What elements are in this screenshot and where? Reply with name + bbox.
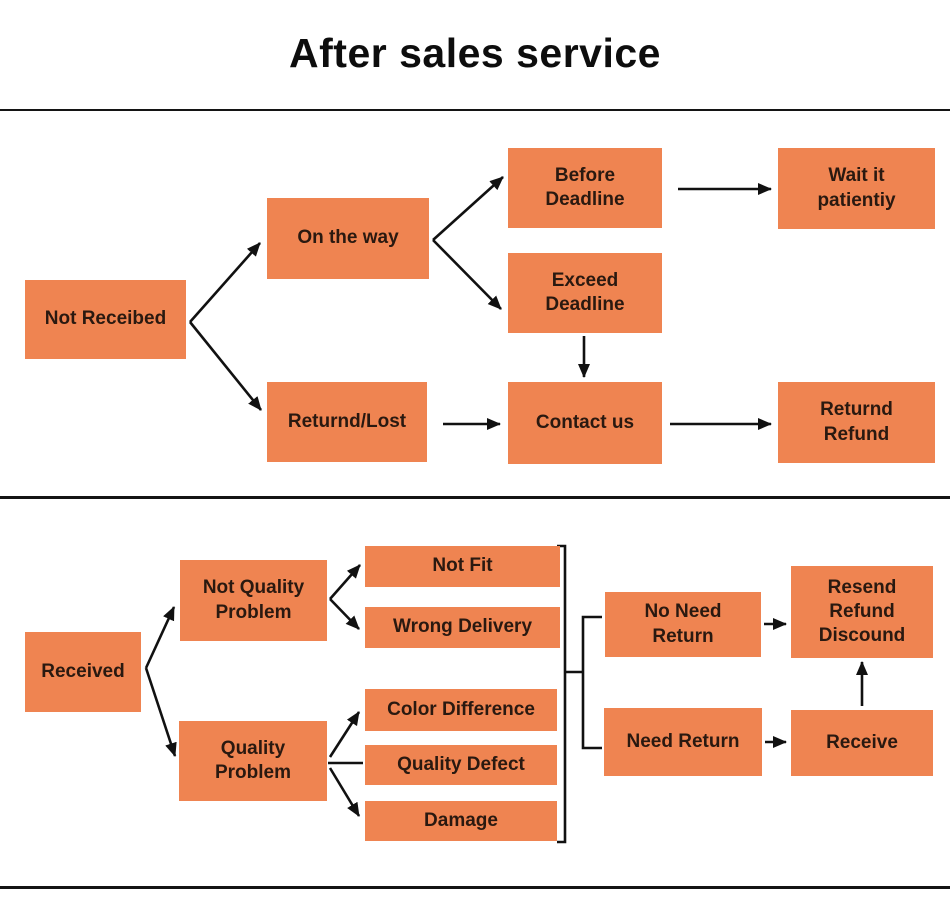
arrow-quality-problem-to-damage <box>328 767 361 817</box>
node-color-difference: Color Difference <box>365 689 557 731</box>
arrow-received-to-not-quality-problem <box>144 606 176 669</box>
node-on-the-way: On the way <box>267 198 429 279</box>
node-not-received: Not Receibed <box>25 280 186 359</box>
node-damage: Damage <box>365 801 557 841</box>
node-returnd-lost: Returnd/Lost <box>267 382 427 462</box>
divider-middle <box>0 496 950 499</box>
node-no-need-return: No Need Return <box>605 592 761 657</box>
node-quality-problem: Quality Problem <box>179 721 327 801</box>
arrow-quality-problem-to-color-difference <box>328 711 361 758</box>
divider-top <box>0 109 950 111</box>
arrow-received-to-quality-problem <box>144 667 177 757</box>
bracket-split-return-options <box>581 615 602 750</box>
bracket-collector <box>557 544 567 844</box>
node-resend-refund-discound: Resend Refund Discound <box>791 566 933 658</box>
node-need-return: Need Return <box>604 708 762 776</box>
arrow-on-the-way-to-exceed-deadline <box>432 239 502 310</box>
divider-bottom <box>0 886 950 889</box>
arrow-on-the-way-to-before-deadline <box>432 176 504 241</box>
node-wait-it-patiently: Wait it patientiy <box>778 148 935 229</box>
page-title: After sales service <box>289 30 661 76</box>
arrow-not-quality-problem-to-not-fit <box>329 564 361 600</box>
node-received: Received <box>25 632 141 712</box>
arrow-not-received-to-on-the-way <box>189 242 261 323</box>
node-contact-us: Contact us <box>508 382 662 464</box>
arrow-not-received-to-returnd-lost <box>188 321 263 411</box>
node-not-quality-problem: Not Quality Problem <box>180 560 327 641</box>
node-quality-defect: Quality Defect <box>365 745 557 785</box>
node-before-deadline: Before Deadline <box>508 148 662 228</box>
node-returnd-refund: Returnd Refund <box>778 382 935 463</box>
arrow-not-quality-problem-to-wrong-delivery <box>329 598 360 630</box>
node-exceed-deadline: Exceed Deadline <box>508 253 662 333</box>
node-receive: Receive <box>791 710 933 776</box>
node-wrong-delivery: Wrong Delivery <box>365 607 560 648</box>
node-not-fit: Not Fit <box>365 546 560 587</box>
